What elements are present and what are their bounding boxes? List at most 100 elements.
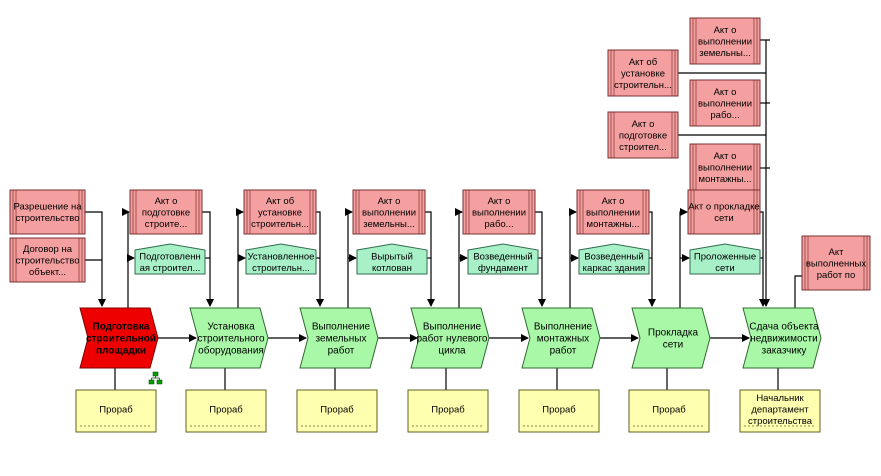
- role-box[interactable]: Прораб: [518, 389, 600, 433]
- label-line: земельных: [316, 334, 367, 345]
- label-line: Возведенный: [584, 252, 643, 263]
- label-line: работ нулевого: [416, 333, 487, 345]
- label-line: Прораб: [542, 404, 576, 415]
- label-line: работ: [328, 345, 355, 357]
- role-box[interactable]: Прораб: [75, 389, 157, 433]
- role-box[interactable]: Прораб: [628, 389, 710, 433]
- label-line: заказчику: [762, 346, 807, 357]
- label-line: монтажны...: [699, 174, 752, 185]
- label-line: оборудования: [198, 345, 264, 357]
- label-line: Акт об: [266, 196, 295, 207]
- label-line: строительство: [15, 255, 79, 266]
- output-arrow: [794, 275, 802, 308]
- role-box[interactable]: Прораб: [185, 389, 267, 433]
- label-line: Договор на: [23, 244, 73, 255]
- label-line: Начальник: [756, 393, 804, 404]
- label-line: сети: [663, 340, 683, 351]
- label-line: монтажных: [537, 334, 589, 345]
- input-arrow: [316, 211, 324, 307]
- input-arrow: [535, 211, 546, 307]
- label-line: Акт о: [632, 119, 655, 130]
- final-input-document[interactable]: Акт обустановкестроительн...: [607, 49, 679, 97]
- output-arrow: [236, 208, 244, 308]
- label-line: строительн...: [252, 263, 310, 274]
- label-line: выполнении: [586, 207, 640, 218]
- label-line: подготовке: [619, 130, 667, 141]
- label-line: выполнении: [698, 162, 752, 173]
- label-line: Выполнение: [423, 322, 482, 333]
- label-line: Возведенный: [473, 252, 532, 263]
- role-box[interactable]: Прораб: [407, 389, 489, 433]
- final-input-document[interactable]: Акт овыполнениирабо...: [689, 79, 761, 127]
- input-arrow: [202, 211, 214, 307]
- label-line: площадки: [96, 346, 146, 357]
- label-line: Выполнение: [312, 322, 371, 333]
- final-input-document[interactable]: Акт овыполнениимонтажны...: [689, 143, 761, 191]
- label-line: строительн...: [614, 80, 672, 91]
- label-line: Прораб: [652, 404, 686, 415]
- label-line: сети: [715, 263, 734, 274]
- output-document[interactable]: Акт овыполненииземельны...: [352, 189, 426, 235]
- label-line: выполнении: [698, 98, 752, 109]
- label-line: рабо...: [710, 110, 739, 121]
- label-line: монтажны...: [587, 219, 640, 230]
- label-line: Акт о: [714, 151, 737, 162]
- output-document[interactable]: Акт оподготовкестроите...: [129, 189, 203, 235]
- label-line: работ по: [817, 270, 856, 281]
- label-line: рабо...: [484, 219, 513, 230]
- label-line: Вырытый: [371, 252, 413, 263]
- output-document[interactable]: Акт обустановкестроительн...: [243, 189, 317, 235]
- label-line: строительства: [748, 416, 813, 427]
- label-line: сети: [714, 213, 733, 224]
- output-document[interactable]: Акт овыполнениирабо...: [462, 189, 536, 235]
- label-line: Выполнение: [534, 322, 593, 333]
- input-document[interactable]: Договор настроительствообъект...: [9, 237, 86, 283]
- final-input-document[interactable]: Акт овыполненииземельны...: [689, 17, 761, 65]
- input-arrow: [648, 211, 656, 307]
- label-line: Установленное: [248, 252, 315, 263]
- label-line: строительство: [15, 213, 79, 224]
- label-line: Подготовка: [93, 322, 150, 333]
- label-line: фундамент: [478, 263, 529, 274]
- label-line: каркас здания: [583, 263, 646, 274]
- label-line: Прораб: [320, 404, 354, 415]
- label-line: выполнении: [472, 207, 526, 218]
- label-line: Акт о: [714, 87, 737, 98]
- label-line: работ: [550, 345, 577, 357]
- product-object[interactable]: Установленноестроительн...: [245, 243, 317, 275]
- input-arrow: [85, 211, 106, 307]
- label-line: Подготовленн: [139, 252, 200, 263]
- label-line: Акт о: [714, 25, 737, 36]
- label-line: Прораб: [99, 404, 133, 415]
- org-chart-icon: [148, 371, 163, 385]
- input-arrow: [759, 211, 767, 307]
- role-box[interactable]: Прораб: [296, 389, 378, 433]
- final-input-document[interactable]: Акт оподготовкестроител...: [607, 111, 679, 159]
- label-line: выполнении: [362, 207, 416, 218]
- label-line: Акт о: [602, 196, 625, 207]
- label-line: Прокладка: [648, 328, 699, 339]
- label-line: Сдача объекта: [749, 321, 819, 333]
- label-line: выполненных: [806, 258, 866, 269]
- output-document[interactable]: Акт овыполнениимонтажны...: [576, 189, 650, 235]
- label-line: цикла: [438, 346, 466, 357]
- output-arrow: [345, 208, 353, 308]
- label-line: строительн...: [251, 219, 309, 230]
